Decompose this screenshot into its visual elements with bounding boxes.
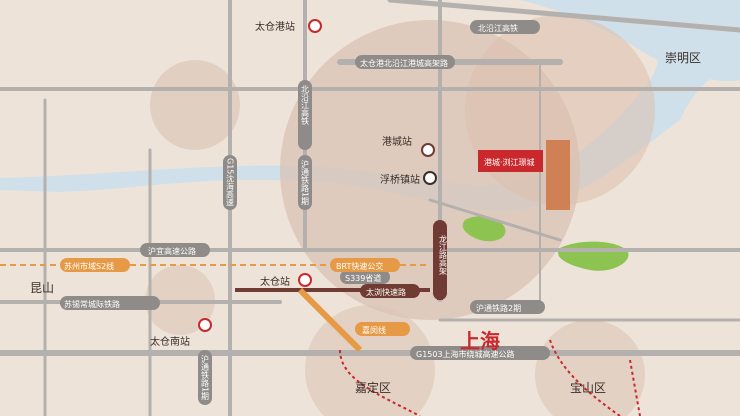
green-park-2 bbox=[558, 241, 629, 271]
road-g1503: G1503上海市绕城高速公路 bbox=[416, 349, 515, 359]
project-badge bbox=[546, 140, 570, 210]
road-s339: S339省道 bbox=[345, 273, 381, 283]
label-pill-longjiang bbox=[433, 220, 447, 300]
district-jiading: 嘉定区 bbox=[355, 380, 391, 395]
road-suxi: 苏锡常城际铁路 bbox=[64, 299, 120, 309]
road-g15-v: G15沈海高速 bbox=[226, 158, 235, 207]
jiading-circle bbox=[305, 305, 435, 416]
district-chongming: 崇明区 bbox=[665, 51, 701, 65]
label-pill-port bbox=[355, 55, 455, 69]
label-pill-s339 bbox=[340, 270, 390, 284]
road-bottom-rail-v: 沪通铁路1期 bbox=[201, 354, 210, 401]
label-pill-top bbox=[470, 20, 540, 34]
district-kunshan: 昆山 bbox=[30, 281, 54, 295]
city-title: 上海 bbox=[460, 329, 500, 353]
station-markers bbox=[198, 19, 437, 332]
label-pill-jiamin bbox=[355, 322, 410, 336]
project-name: 港城·浏江璟城 bbox=[484, 157, 535, 167]
label-pill-beiyan-v bbox=[298, 80, 312, 150]
label-pill-g1503 bbox=[410, 346, 550, 360]
road-beiyan-top: 北沿江高铁 bbox=[478, 23, 518, 33]
label-pill-g15-v bbox=[223, 155, 237, 210]
baoshan-circle bbox=[535, 320, 645, 416]
road-huyi: 沪宜高速公路 bbox=[148, 246, 196, 256]
station-gangcheng: 港城站 bbox=[382, 135, 412, 148]
road-taiyu: 太浏快速路 bbox=[366, 287, 406, 297]
label-pill-hutong2 bbox=[470, 300, 545, 314]
green-park-1 bbox=[462, 216, 506, 242]
road-brt: BRT快速公交 bbox=[336, 261, 383, 271]
metro-dashed-2 bbox=[549, 339, 621, 416]
station-taicang-south: 太仓南站 bbox=[150, 335, 190, 348]
road-beiyan-v: 北沿江高铁 bbox=[301, 85, 310, 126]
project-block bbox=[478, 150, 543, 172]
road-hutong2: 沪通铁路2期 bbox=[476, 303, 521, 313]
label-pill-taiyu bbox=[360, 284, 420, 298]
station-fuqiao: 浮桥镇站 bbox=[380, 173, 420, 186]
label-pill-s2 bbox=[60, 258, 130, 272]
station-taicang: 太仓站 bbox=[260, 275, 290, 288]
road-longjiang-v: 龙江路高架 bbox=[439, 234, 448, 276]
road-jiamin: 嘉闵线 bbox=[362, 325, 386, 335]
label-pill-brt bbox=[330, 258, 400, 272]
road-port: 太仓港北沿江港城高架路 bbox=[360, 58, 448, 68]
label-pill-bottom-rail bbox=[198, 350, 212, 405]
road-hutong1-v: 沪通铁路1期 bbox=[301, 159, 310, 206]
river-mouth bbox=[520, 0, 740, 82]
label-pill-suxi bbox=[60, 296, 160, 310]
label-pill-hutong1-v bbox=[298, 155, 312, 210]
label-pill-huyi bbox=[140, 243, 210, 257]
district-baoshan: 宝山区 bbox=[570, 381, 606, 395]
taicang-circle bbox=[150, 60, 240, 150]
jiamin-line bbox=[297, 287, 363, 353]
station-taicang-port: 太仓港站 bbox=[255, 20, 295, 33]
road-s2: 苏州市域S2线 bbox=[64, 261, 114, 271]
